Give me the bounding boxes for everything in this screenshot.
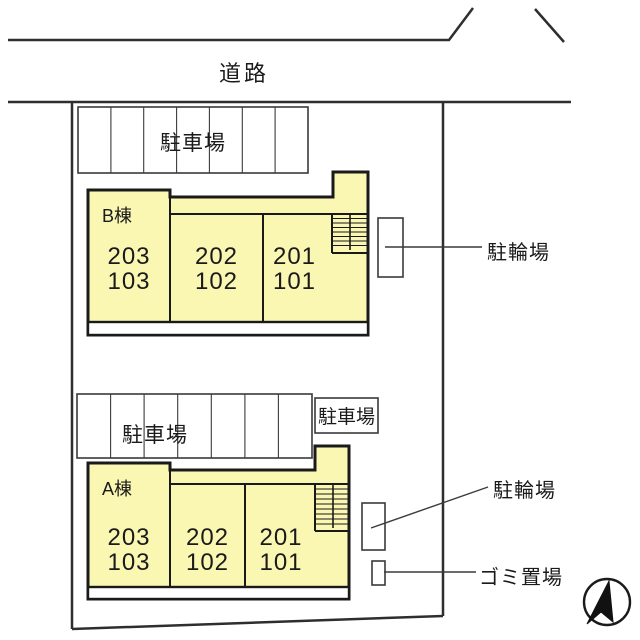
unit-number-lower: 101 [272, 267, 317, 295]
bicycle-parking-b-label: 駐輪場 [487, 242, 550, 264]
leader-lines [370, 246, 489, 573]
unit-number-lower: 102 [194, 267, 239, 295]
unit-number-lower: 103 [107, 548, 151, 576]
building-b-unit-cell: 202 102 [170, 243, 263, 295]
road-lines [8, 7, 571, 104]
building-a-outline [86, 444, 351, 601]
parking-middle-dividers [110, 394, 279, 458]
building-a-inner-lines [169, 463, 349, 587]
building-b-stair-treads [332, 214, 368, 250]
bicycle-parking-a-label: 駐輪場 [493, 480, 556, 502]
unit-number-upper: 202 [185, 524, 230, 551]
building-b-shape [86, 170, 370, 337]
unit-number-upper: 201 [272, 243, 317, 270]
unit-number-upper: 203 [107, 524, 151, 551]
building-b-name: B棟 [102, 206, 133, 226]
building-a-unit-cell: 202 102 [170, 524, 245, 576]
unit-number-upper: 202 [194, 243, 239, 270]
building-b-inner-lines [169, 190, 368, 322]
property-boundary [70, 102, 445, 631]
building-a-shape [86, 444, 351, 601]
unit-number-upper: 203 [107, 243, 151, 270]
garbage-area-label: ゴミ置場 [479, 567, 563, 589]
building-a-stair-treads [315, 484, 349, 528]
parking-lot-top [77, 106, 309, 174]
building-a-unit-cell: 201 101 [245, 524, 317, 576]
parking-annex-box [314, 397, 379, 434]
parking-top-dividers [110, 107, 276, 173]
unit-number-lower: 102 [185, 548, 230, 576]
north-arrow-icon [582, 577, 632, 627]
leader-bicycle-a [370, 486, 489, 529]
unit-number-lower: 103 [107, 267, 151, 295]
building-a-unit-cell: 203 103 [88, 524, 170, 576]
building-a-name: A棟 [102, 479, 133, 499]
garbage-area-box [371, 560, 386, 586]
boundary-bottom [71, 614, 444, 631]
building-b-unit-cell: 203 103 [88, 243, 170, 295]
parking-annex-label: 駐車場 [317, 407, 375, 428]
unit-number-lower: 101 [259, 548, 303, 576]
building-b-walkway [86, 320, 370, 337]
road-label: 道路 [218, 61, 269, 86]
building-b-unit-cell: 201 101 [260, 243, 329, 295]
road-break-mark [534, 8, 565, 43]
unit-number-upper: 201 [259, 524, 303, 551]
parking-middle-label: 駐車場 [122, 424, 188, 447]
parking-lot-middle [76, 393, 313, 459]
road-top-edge [8, 7, 474, 42]
building-a-walkway [86, 585, 351, 601]
parking-top-label: 駐車場 [160, 132, 226, 155]
